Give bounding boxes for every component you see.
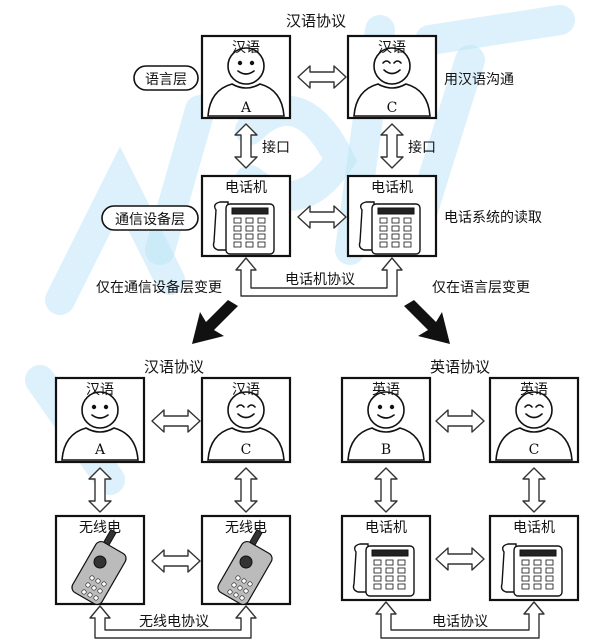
bl-person-c-box: 汉语 C (200, 376, 292, 464)
top-language-double-arrow (297, 65, 347, 89)
top-person-a-lang: 汉语 (232, 40, 260, 56)
bl-radio-protocol-label: 无线电协议 (139, 614, 209, 630)
top-phone-protocol-arrow (235, 257, 403, 297)
top-phone-right-box: 电话机 (346, 174, 438, 258)
comm-label: 用汉语沟通 (444, 72, 514, 88)
br-right-interface-arrow (522, 467, 546, 513)
br-protocol-label: 英语协议 (430, 358, 490, 376)
bl-person-c-letter: C (241, 442, 252, 458)
bl-protocol-label: 汉语协议 (144, 358, 204, 376)
bl-right-interface-arrow (234, 467, 258, 513)
bl-radio-right-box: 无线电 (200, 514, 292, 608)
bl-language-double-arrow (151, 409, 201, 433)
br-person-b-letter: B (381, 442, 391, 458)
top-phone-right-label: 电话机 (371, 180, 413, 196)
bl-radio-protocol-arrow (89, 605, 257, 639)
top-person-c-lang: 汉语 (378, 40, 406, 56)
interface-left-label: 接口 (262, 139, 290, 156)
bl-person-a-box: 汉语 A (54, 376, 146, 464)
br-person-c-letter: C (529, 442, 540, 458)
top-person-c-letter: C (387, 100, 398, 116)
phone-icon (358, 201, 421, 255)
arrow-to-bottom-right (404, 300, 450, 344)
top-phone-left-label: 电话机 (225, 180, 267, 196)
phone-icon (500, 543, 563, 597)
br-left-interface-arrow (374, 467, 398, 513)
arrow-to-bottom-left (192, 300, 238, 344)
language-layer-label: 语言层 (145, 72, 187, 88)
change-right-label: 仅在语言层变更 (432, 280, 530, 296)
phone-icon (352, 543, 415, 597)
change-left-label: 仅在通信设备层变更 (96, 279, 222, 296)
br-phone-right-label: 电话机 (513, 520, 555, 536)
br-person-c-box: 英语 C (488, 376, 580, 464)
interface-right-label: 接口 (408, 139, 436, 156)
br-phone-left-box: 电话机 (340, 514, 432, 602)
phone-icon (212, 201, 275, 255)
bl-person-a-letter: A (94, 442, 106, 458)
br-device-double-arrow (435, 547, 485, 571)
bl-device-double-arrow (151, 549, 201, 573)
br-person-c-lang: 英语 (520, 381, 548, 398)
br-language-double-arrow (435, 409, 485, 433)
top-person-a-box: 汉语 A (200, 34, 292, 120)
br-person-b-lang: 英语 (372, 381, 400, 398)
top-right-interface-arrow (380, 123, 404, 169)
phone-system-label: 电话系统的读取 (444, 209, 542, 226)
br-phone-protocol-arrow (375, 601, 545, 639)
language-layer-badge: 语言层 (133, 65, 199, 91)
br-phone-left-label: 电话机 (365, 520, 407, 536)
top-person-c-box: 汉语 C (346, 34, 438, 120)
top-phone-left-box: 电话机 (200, 174, 292, 258)
top-protocol-label: 汉语协议 (286, 12, 346, 30)
phone-protocol-label: 电话机协议 (285, 272, 355, 288)
device-layer-badge: 通信设备层 (101, 205, 199, 231)
top-person-a-letter: A (240, 100, 252, 116)
bl-person-c-lang: 汉语 (232, 382, 260, 398)
bl-radio-left-box: 无线电 (54, 514, 146, 608)
device-layer-label: 通信设备层 (115, 211, 185, 228)
br-phone-right-box: 电话机 (488, 514, 580, 602)
br-phone-protocol-label: 电话协议 (432, 614, 488, 630)
bl-person-a-lang: 汉语 (86, 382, 114, 398)
br-person-b-box: 英语 B (340, 376, 432, 464)
